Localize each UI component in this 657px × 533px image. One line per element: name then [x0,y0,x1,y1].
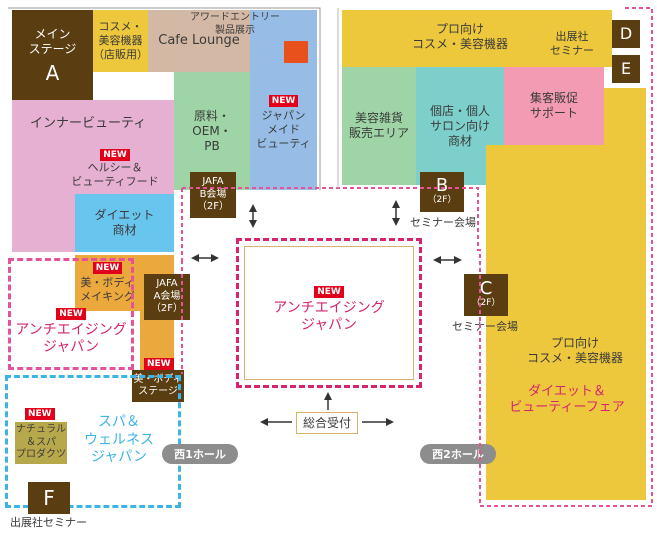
main-stage-label: メイン ステージ [28,27,77,56]
cosme-retail-zone[interactable]: コスメ・ 美容機器 （店販用） [93,10,148,72]
anti-aging-center-text: NEW アンチエイジング ジャパン [244,280,414,340]
japan-made-zone[interactable]: NEW ジャパン メイド ビューティ [250,88,317,158]
body-making-new-badge: NEW [92,262,123,275]
body-stage-new-badge: NEW [144,358,174,370]
sales-promo-label: 集客販促 サポート [529,91,578,120]
body-making-zone[interactable]: NEW 美・ボディ メイキング [75,255,140,311]
anti-aging-center-inner [244,246,414,380]
beauty-goods-zone[interactable]: 美容雑貨 販売エリア [342,67,416,185]
anti-aging-center-area[interactable] [236,238,422,388]
reception-label: 総合受付 [302,415,351,430]
west1-outline [8,7,321,190]
healthy-food-label: ヘルシー＆ ビューティフード [71,161,159,188]
seminar-c-letter: C [479,278,493,300]
pro-cosme-top-zone[interactable] [342,10,612,67]
sales-promo-zone[interactable]: 集客販促 サポート [504,67,604,145]
diet-fair-outline [181,7,653,507]
japan-made-label: ジャパン メイド ビューティ [256,109,311,150]
diet-fair-label: ダイエット＆ ビューティーフェア [509,384,625,416]
natural-spa-label: ナチュラル ＆スパ プロダクツ [16,424,66,461]
cafe-lounge-zone[interactable]: Cafe Lounge [148,10,250,72]
pro-cosme-top-label: プロ向け コスメ・美容機器 [411,22,508,51]
pro-cosme-right-upper [604,88,646,148]
seminar-f-caption: 出展社セミナー [10,516,87,529]
spa-wellness-label: スパ＆ ウェルネス ジャパン [84,414,154,465]
cosme-retail-label: コスメ・ 美容機器 （店販用） [93,20,148,61]
seminar-c-sub: （2F） [471,298,501,309]
anti-aging-center-new-badge: NEW [314,285,344,298]
seminar-c-caption: セミナー会場 [452,320,518,333]
west2-hall-label: 西2ホール [420,444,496,464]
main-stage-letter: A [45,61,60,85]
seminar-d-room[interactable]: D [612,20,640,48]
natural-spa-new-badge: NEW [25,408,55,420]
seminar-f-room[interactable]: F [28,482,70,514]
seminar-d-letter: D [619,24,633,43]
healthy-food-new-badge: NEW [100,149,130,162]
jafa-b-room[interactable]: JAFA B会場 （2F） [190,172,236,218]
seminar-b-room[interactable]: B （2F） [420,172,464,212]
main-stage-zone[interactable]: メイン ステージ A [12,10,93,100]
seminar-e-room[interactable]: E [612,55,640,83]
japan-made-new-badge: NEW [268,95,299,108]
raw-oem-zone[interactable]: 原料・ OEM・ PB [174,72,250,190]
diet-goods-zone[interactable]: ダイエット 商材 [75,194,174,252]
award-entry-label: アワードエントリー 製品展示 [190,12,280,36]
raw-oem-label: 原料・ OEM・ PB [192,108,232,153]
healthy-food-area[interactable]: NEW ヘルシー＆ ビューティフード [60,146,170,192]
anti-aging-left-zone[interactable]: NEW アンチエイジング ジャパン [8,258,134,370]
seminar-b-caption: セミナー会場 [410,216,476,229]
seminar-e-letter: E [620,59,632,78]
pro-cosme-right-zone[interactable] [486,145,646,500]
pro-cosme-right-label: プロ向け コスメ・美容機器 [526,336,623,365]
natural-spa-zone[interactable]: ナチュラル ＆スパ プロダクツ [15,422,67,464]
spa-wellness-area[interactable] [5,375,181,508]
body-making-label: 美・ボディ メイキング [80,276,135,303]
west1-hall-label: 西1ホール [162,444,238,464]
seminar-b-letter: B [435,175,449,197]
salon-goods-label: 個店・個人 サロン向け 商材 [429,103,490,148]
jafa-a-label: JAFA A会場 （2F） [150,278,184,315]
body-stage-label: 美・ボディ ステージ [133,373,183,398]
anti-aging-center-label: アンチエイジング ジャパン [273,299,385,334]
cafe-lounge-label: Cafe Lounge [158,32,240,48]
jafa-b-label: JAFA B会場 （2F） [196,176,230,213]
seminar-de-caption: 出展社 セミナー [550,30,594,57]
seminar-c-room[interactable]: C （2F） [464,274,508,316]
inner-beauty-label: インナービューティ [30,116,147,131]
diet-goods-label: ダイエット 商材 [94,208,155,237]
award-display-box [284,41,308,63]
anti-aging-left-new-badge: NEW [56,307,86,320]
beauty-goods-label: 美容雑貨 販売エリア [348,111,409,140]
anti-aging-left-label: アンチエイジング ジャパン [15,321,127,356]
seminar-b-sub: （2F） [427,195,457,206]
reception-desk[interactable]: 総合受付 [296,412,358,434]
seminar-f-letter: F [43,486,55,510]
